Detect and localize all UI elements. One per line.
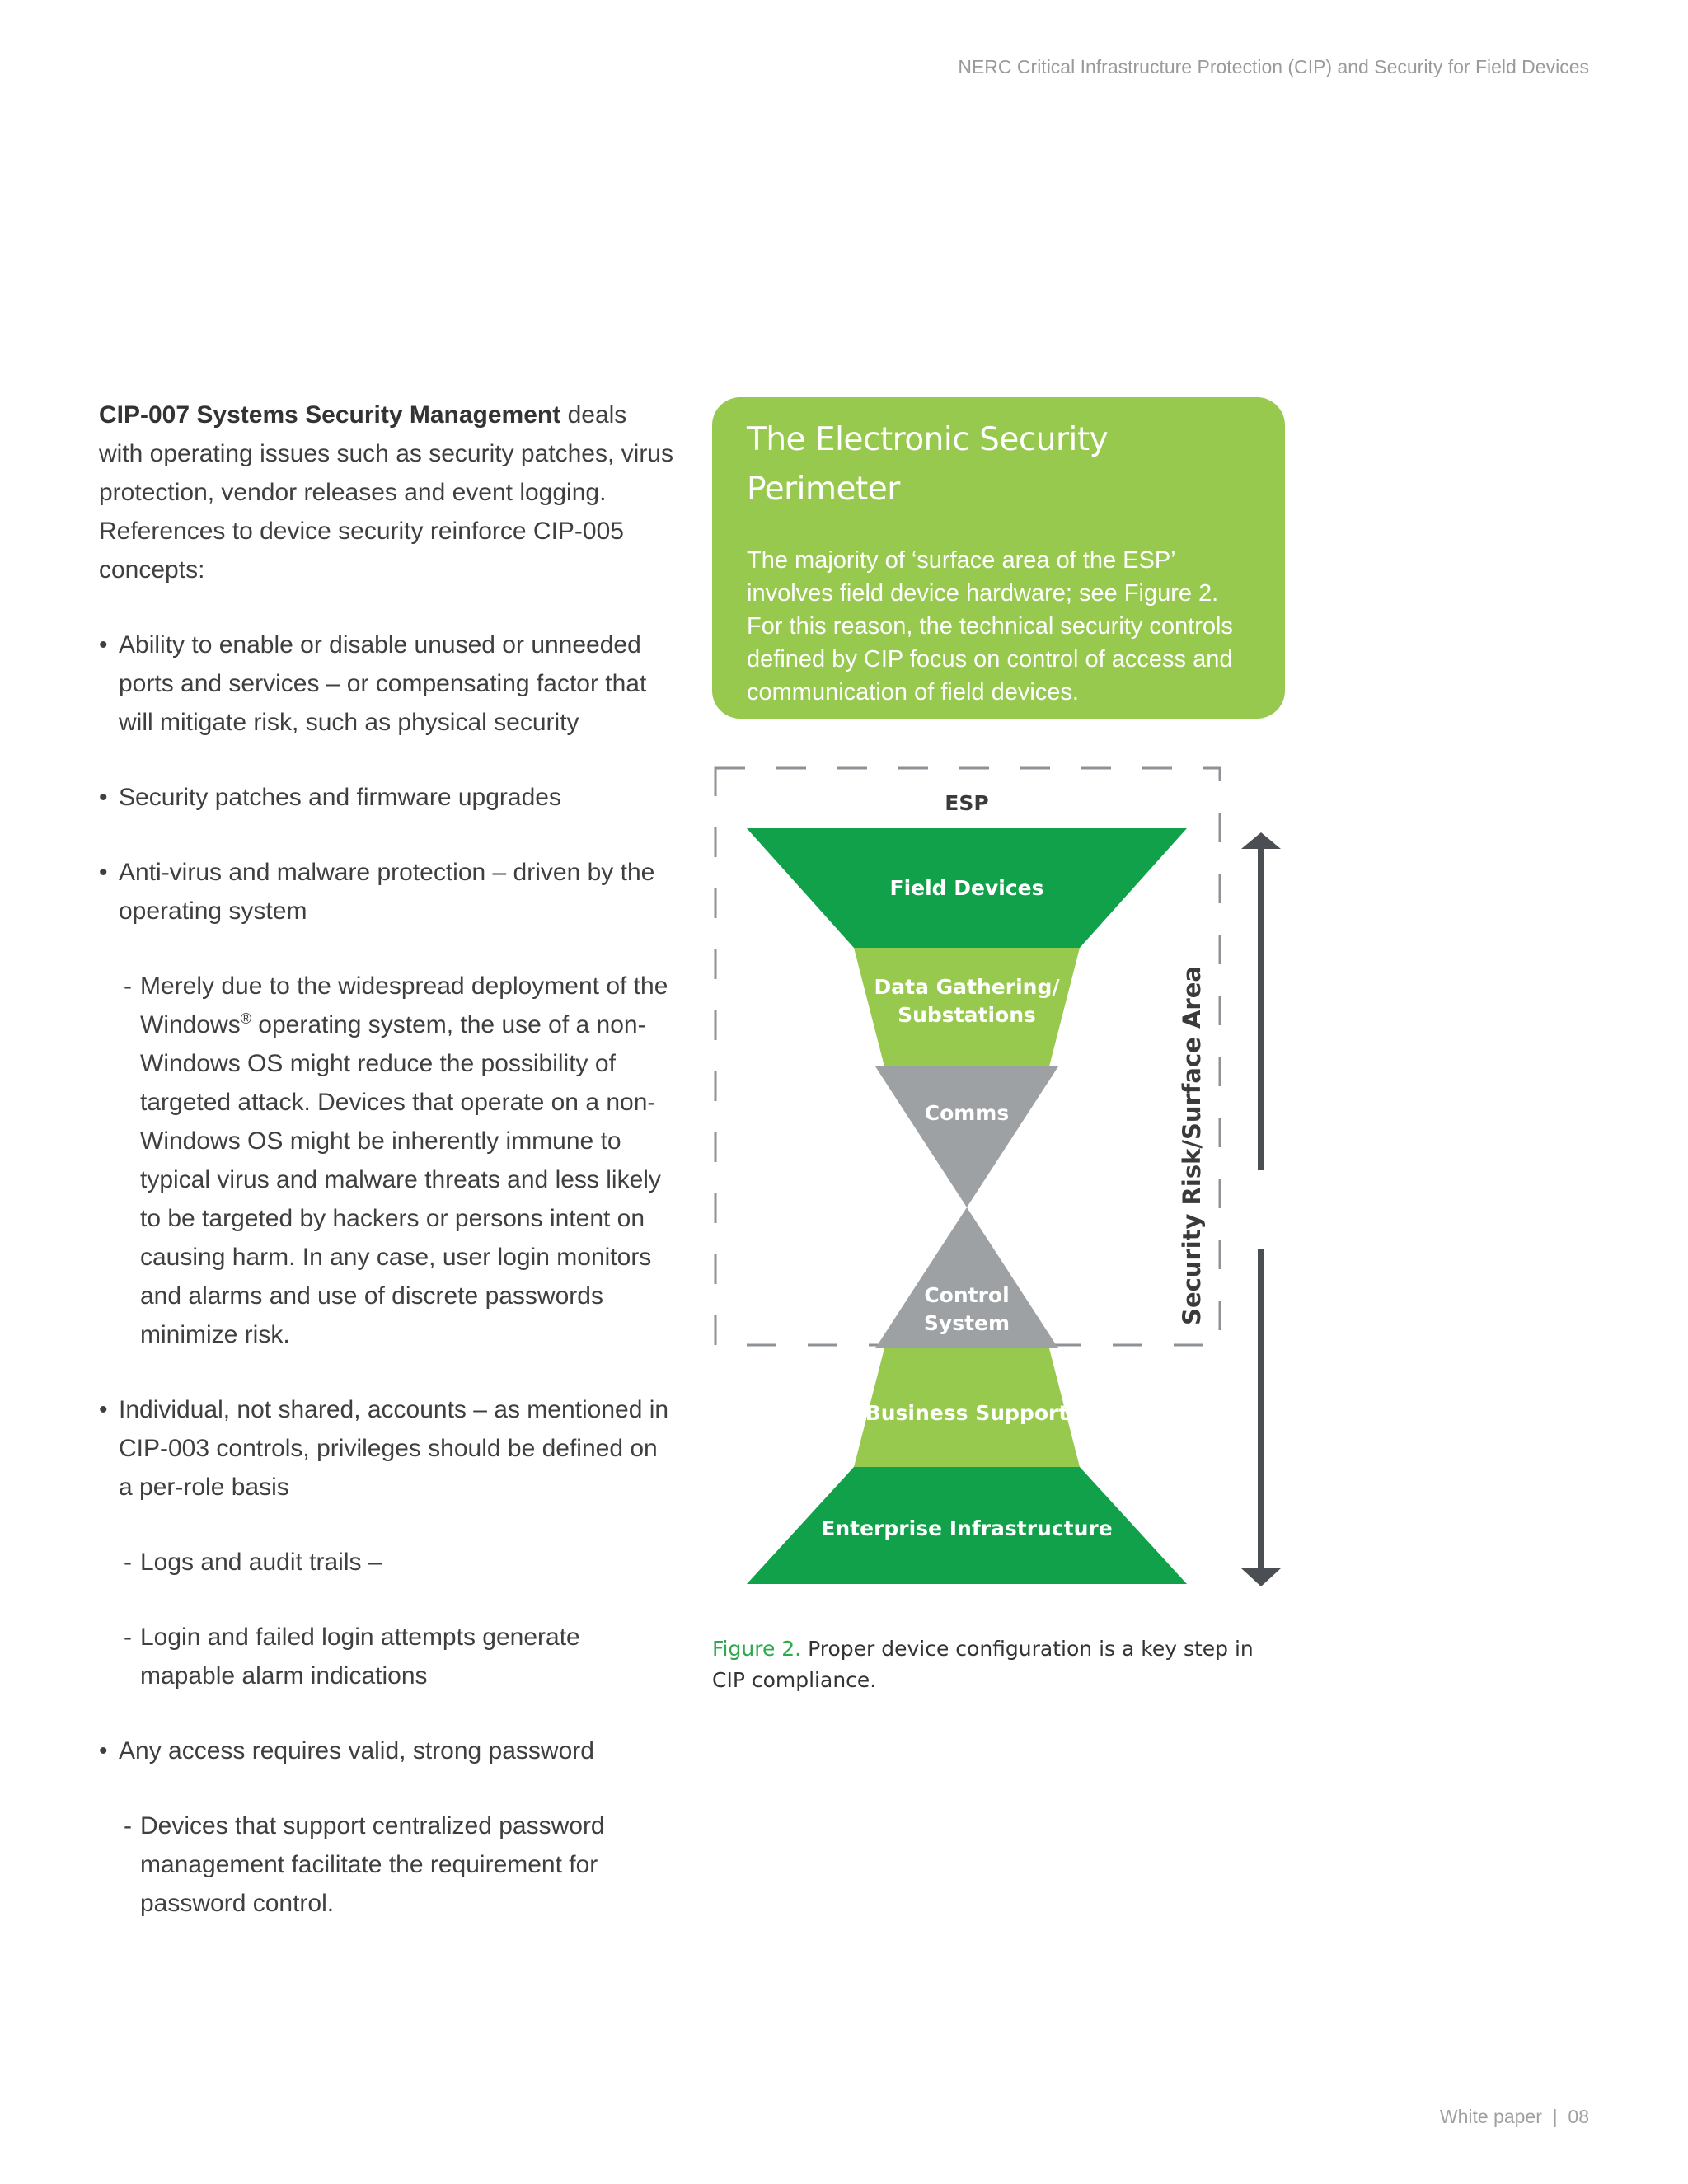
bullet-item: • Ability to enable or disable unused or … — [99, 626, 676, 742]
arrow-up-head — [1241, 832, 1281, 849]
sub-bullet-text: Merely due to the widespread deployment … — [140, 967, 676, 1354]
sub-bullet-text-part: operating system, the use of a non-Windo… — [140, 1011, 661, 1348]
arrow-shaft-top — [1258, 847, 1264, 1170]
layer-label: Enterprise Infrastructure — [821, 1516, 1112, 1540]
layer-control-system — [875, 1207, 1058, 1348]
layer-business-support — [854, 1348, 1080, 1467]
bullet-mark: • — [99, 631, 108, 658]
arrow-shaft-bottom — [1258, 1249, 1264, 1568]
bullet-item: • Any access requires valid, strong passw… — [99, 1732, 676, 1770]
intro-paragraph: CIP-007 Systems Security Management deal… — [99, 396, 676, 589]
callout-title: The Electronic Security Perimeter — [747, 421, 1109, 508]
registered-mark: ® — [240, 1010, 251, 1027]
bullet-item: • Security patches and firmware upgrades — [99, 778, 676, 817]
risk-double-arrow — [1241, 832, 1281, 1586]
callout-body: The majority of ‘surface area of the ESP… — [747, 547, 1233, 705]
sub-bullet-item: -Login and failed login attempts generat… — [99, 1618, 676, 1695]
dash-mark: - — [124, 1812, 132, 1840]
sub-bullet-item: -Logs and audit trails – — [99, 1543, 676, 1582]
figure-caption: Figure 2. Proper device configuration is… — [712, 1633, 1289, 1696]
esp-label: ESP — [945, 791, 988, 815]
bullet-mark: • — [99, 1396, 108, 1423]
dash-mark: - — [124, 972, 132, 1000]
intro-text: deals with operating issues such as secu… — [99, 401, 673, 583]
layer-data-gathering — [854, 948, 1080, 1066]
bullet-mark: • — [99, 1737, 108, 1765]
layer-label: Business Support — [865, 1401, 1069, 1425]
bullet-text: Anti-virus and malware protection – driv… — [119, 859, 655, 925]
footer-text: White paper | 08 — [1439, 2106, 1589, 2127]
figure-caption-text: Proper device configuration is a key ste… — [712, 1637, 1254, 1692]
intro-bold-heading: CIP-007 Systems Security Management — [99, 401, 561, 429]
layer-label: Control — [924, 1283, 1009, 1307]
layer-label: Field Devices — [890, 876, 1044, 900]
axis-label: Security Risk/Surface Area — [1178, 966, 1206, 1325]
sub-bullet-item: -Devices that support centralized passwo… — [99, 1807, 676, 1923]
arrow-down-head — [1241, 1568, 1281, 1586]
sub-bullet-item: -Merely due to the widespread deployment… — [99, 967, 676, 1354]
sub-bullet-text: Login and failed login attempts generate… — [140, 1624, 580, 1690]
sub-bullet-text: Devices that support centralized passwor… — [140, 1812, 605, 1917]
bullet-text: Individual, not shared, accounts – as me… — [119, 1396, 669, 1501]
layer-enterprise-infrastructure — [747, 1467, 1187, 1584]
sub-bullet-text-part: Merely due to the widespread deployment … — [140, 972, 668, 1038]
layer-label: Substations — [898, 1003, 1036, 1027]
bullet-text: Any access requires valid, strong passwo… — [119, 1737, 594, 1765]
layer-field-devices — [747, 828, 1187, 948]
layer-label: System — [924, 1311, 1010, 1335]
body-text-column: CIP-007 Systems Security Management deal… — [99, 396, 676, 1923]
figure-caption-label: Figure 2. — [712, 1637, 802, 1661]
layer-comms — [875, 1066, 1058, 1207]
page-footer: White paper | 08 — [1440, 2106, 1589, 2128]
esp-perimeter-dashed-box — [714, 766, 1221, 1347]
esp-callout-box: The Electronic Security Perimeter The ma… — [712, 397, 1285, 719]
running-header: NERC Critical Infrastructure Protection … — [958, 56, 1589, 77]
dash-mark: - — [124, 1549, 132, 1576]
layer-label: Comms — [925, 1101, 1010, 1125]
bullet-text: Ability to enable or disable unused or u… — [119, 631, 647, 736]
bullet-mark: • — [99, 859, 108, 886]
bullet-item: • Individual, not shared, accounts – as m… — [99, 1390, 676, 1507]
bullet-text: Security patches and firmware upgrades — [119, 784, 561, 811]
layer-label: Data Gathering/ — [874, 975, 1061, 999]
bullet-mark: • — [99, 784, 108, 811]
dash-mark: - — [124, 1624, 132, 1651]
bullet-item: • Anti-virus and malware protection – dri… — [99, 853, 676, 930]
sub-bullet-text: Logs and audit trails – — [140, 1549, 382, 1576]
